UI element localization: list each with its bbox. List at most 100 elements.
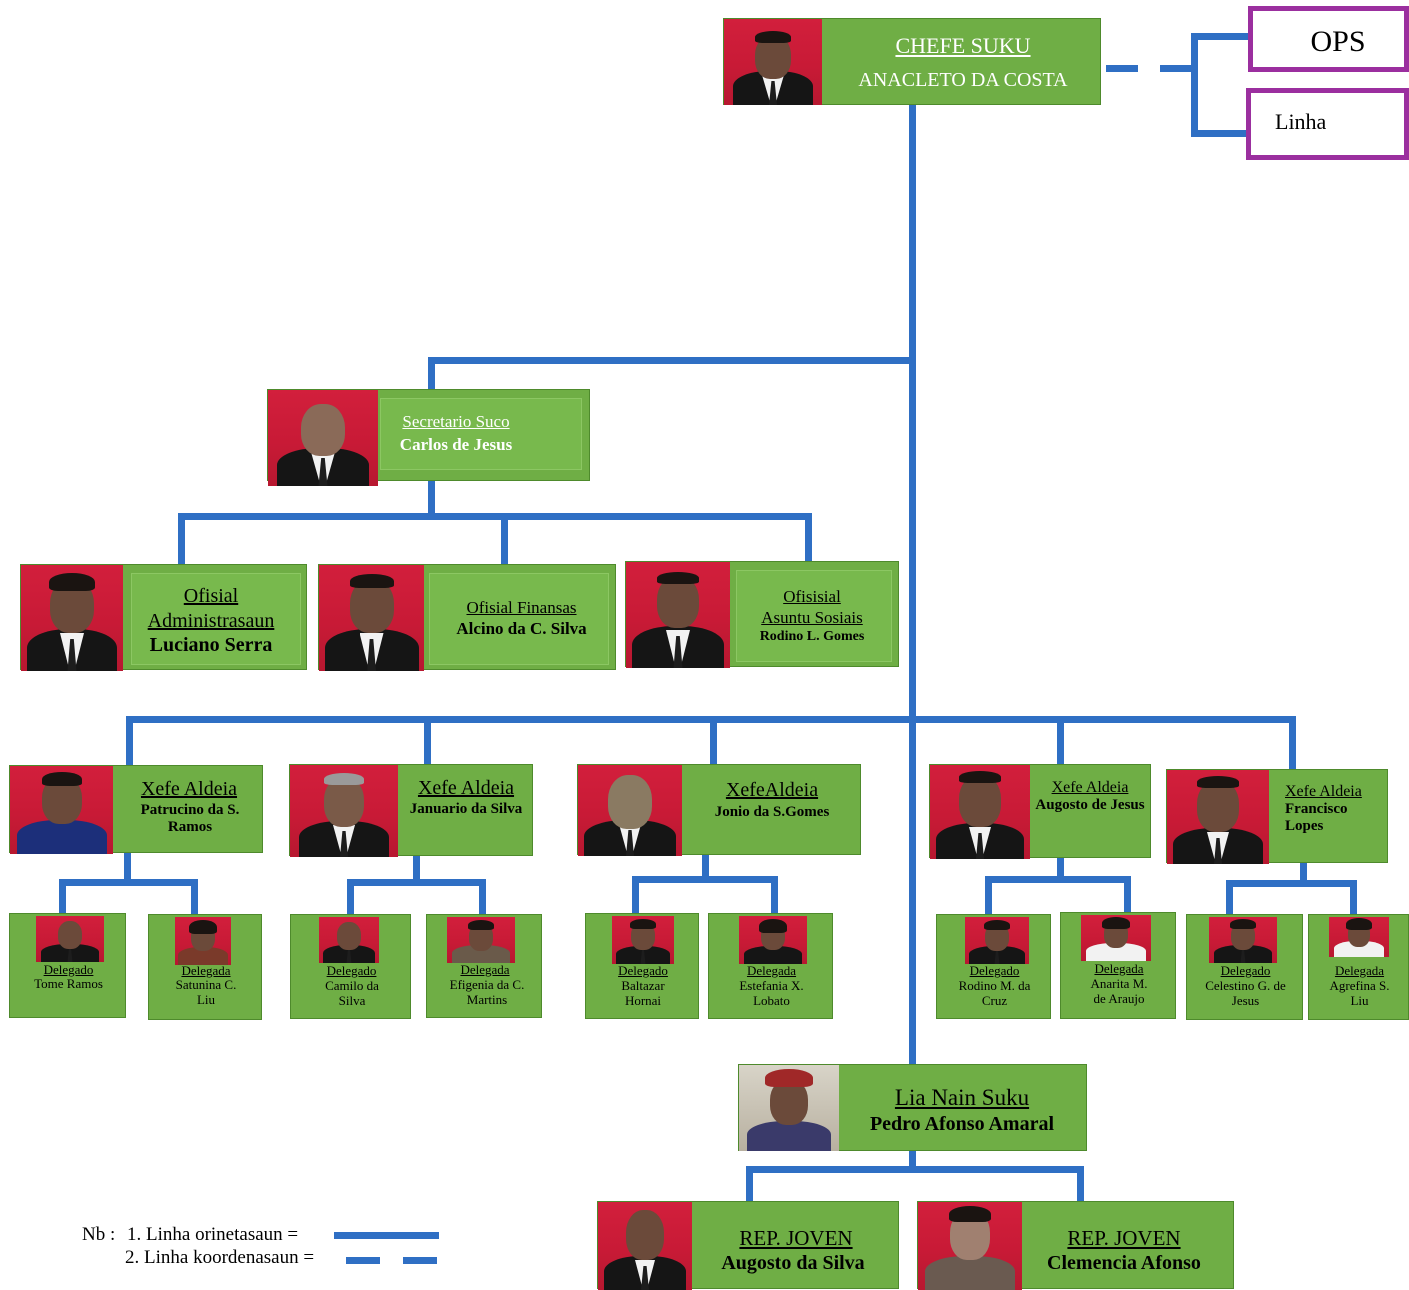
- secretary-photo: [268, 390, 378, 486]
- delegate-name: Rodino M. da Cruz: [958, 978, 1031, 1008]
- delegate-photo: [319, 917, 379, 963]
- delegate-card: Delegada Anarita M. de Araujo: [1060, 912, 1176, 1019]
- secretary-title: Secretario Suco: [402, 412, 510, 431]
- official-card: Ofisisial Asuntu Sosiais Rodino L. Gomes: [625, 561, 899, 668]
- official-title: Asuntu Sosiais: [761, 608, 863, 627]
- youth-name: Clemencia Afonso: [1047, 1252, 1201, 1274]
- aldeia-name: Francisco Lopes: [1285, 801, 1348, 835]
- youth-photo: [918, 1202, 1022, 1290]
- delegate-name: Celestino G. de Jesus: [1205, 978, 1286, 1008]
- lia-nain-photo: [739, 1065, 839, 1151]
- delegate-card: Delegado Tome Ramos: [9, 913, 126, 1018]
- aldeia-card: XefeAldeia Jonio da S.Gomes: [577, 764, 861, 856]
- ops-box: OPS: [1248, 6, 1409, 72]
- ops-label: OPS: [1310, 25, 1366, 58]
- legend-dashed-line: [346, 1257, 380, 1264]
- aldeia-card: Xefe Aldeia Patrucino da S. Ramos: [9, 765, 263, 854]
- official-photo: [626, 562, 730, 668]
- official-name: Luciano Serra: [149, 634, 273, 656]
- delegate-title: Delegada: [1094, 961, 1144, 976]
- delegate-title: Delegada: [1334, 963, 1385, 978]
- official-title: Ofisial Finansas: [466, 598, 577, 617]
- youth-card: REP. JOVEN Augosto da Silva: [597, 1201, 899, 1290]
- linha-label: Linha: [1275, 109, 1327, 134]
- delegate-title: Delegada: [460, 962, 510, 977]
- linha-box: Linha: [1246, 88, 1409, 160]
- aldeia-name: Augosto de Jesus: [1035, 797, 1145, 813]
- aldeia-title: Xefe Aldeia: [1285, 783, 1362, 800]
- delegate-title: Delegado: [43, 962, 94, 977]
- aldeia-title: Xefe Aldeia: [140, 778, 238, 800]
- delegate-photo: [36, 916, 104, 962]
- aldeia-photo: [290, 765, 398, 857]
- delegate-card: Delegada Estefania X. Lobato: [708, 913, 833, 1019]
- aldeia-card: Xefe Aldeia Januario da Silva: [289, 764, 533, 857]
- secretary-name: Carlos de Jesus: [399, 435, 513, 454]
- delegate-title: Delegada: [181, 963, 231, 978]
- official-name: Alcino da C. Silva: [456, 619, 587, 638]
- legend-item-coordination: 2. Linha koordenasaun =: [125, 1247, 315, 1268]
- delegate-name: Efigenia da C. Martins: [449, 977, 525, 1007]
- youth-name: Augosto da Silva: [721, 1252, 865, 1274]
- youth-title: REP. JOVEN: [1067, 1226, 1181, 1250]
- aldeia-name: Jonio da S.Gomes: [714, 804, 830, 820]
- official-title: Ofisisial: [783, 587, 841, 606]
- aldeia-name: Patrucino da S. Ramos: [140, 802, 240, 836]
- delegate-card: Delegado Baltazar Hornai: [585, 913, 699, 1019]
- legend-dashed-line: [403, 1257, 437, 1264]
- aldeia-photo: [10, 766, 113, 854]
- aldeia-title: Xefe Aldeia: [417, 777, 515, 799]
- lia-nain-title: Lia Nain Suku: [894, 1085, 1030, 1110]
- delegate-title: Delegado: [618, 963, 668, 978]
- delegate-title: Delegado: [1220, 963, 1271, 978]
- official-name: Rodino L. Gomes: [759, 629, 865, 644]
- delegate-name: Baltazar Hornai: [621, 978, 665, 1008]
- delegate-photo: [739, 916, 807, 964]
- youth-photo: [598, 1202, 692, 1290]
- delegate-photo: [1209, 917, 1277, 963]
- delegate-photo: [612, 916, 674, 964]
- youth-title: REP. JOVEN: [739, 1226, 853, 1250]
- official-card: Ofisial Finansas Alcino da C. Silva: [318, 564, 616, 671]
- official-title: Ofisial: [183, 585, 239, 607]
- lia-nain-name: Pedro Afonso Amaral: [869, 1113, 1055, 1135]
- official-photo: [319, 565, 424, 671]
- chief-photo: [724, 19, 822, 105]
- delegate-title: Delegado: [969, 963, 1020, 978]
- secretary-card: Secretario Suco Carlos de Jesus: [267, 389, 590, 486]
- delegate-title: Delegado: [326, 963, 377, 978]
- delegate-photo: [175, 917, 231, 965]
- aldeia-photo: [1167, 770, 1269, 864]
- chief-title: CHEFE SUKU: [895, 33, 1031, 58]
- legend-prefix: Nb :: [82, 1224, 116, 1245]
- delegate-card: Delegada Efigenia da C. Martins: [426, 914, 542, 1018]
- delegate-photo: [1081, 915, 1151, 961]
- aldeia-name: Januario da Silva: [409, 801, 523, 817]
- delegate-card: Delegado Rodino M. da Cruz: [936, 914, 1051, 1019]
- delegate-photo: [447, 917, 515, 963]
- legend-solid-line: [334, 1232, 439, 1239]
- aldeia-photo: [578, 765, 682, 856]
- chief-card: CHEFE SUKU ANACLETO DA COSTA: [723, 18, 1101, 105]
- delegate-name: Satunina C. Liu: [175, 977, 237, 1007]
- delegate-name: Estefania X. Lobato: [739, 978, 804, 1008]
- delegate-name: Anarita M. de Araujo: [1090, 976, 1148, 1006]
- delegate-card: Delegado Camilo da Silva: [290, 914, 411, 1019]
- official-title: Administrasaun: [147, 610, 275, 632]
- delegate-name: Camilo da Silva: [325, 978, 379, 1008]
- delegate-photo: [965, 917, 1029, 964]
- official-card: Ofisial Administrasaun Luciano Serra: [20, 564, 307, 671]
- aldeia-photo: [930, 765, 1030, 859]
- delegate-photo: [1329, 917, 1389, 957]
- official-photo: [21, 565, 123, 671]
- delegate-name: Agrefina S. Liu: [1329, 978, 1390, 1008]
- aldeia-card: Xefe Aldeia Augosto de Jesus: [929, 764, 1151, 859]
- aldeia-card: Xefe Aldeia Francisco Lopes: [1166, 769, 1388, 864]
- delegate-card: Delegada Agrefina S. Liu: [1308, 914, 1409, 1020]
- delegate-title: Delegada: [746, 963, 797, 978]
- youth-card: REP. JOVEN Clemencia Afonso: [917, 1201, 1234, 1290]
- chief-name: ANACLETO DA COSTA: [858, 69, 1068, 91]
- aldeia-title: Xefe Aldeia: [1051, 779, 1129, 796]
- delegate-name: Tome Ramos: [34, 976, 103, 991]
- aldeia-title: XefeAldeia: [725, 779, 819, 801]
